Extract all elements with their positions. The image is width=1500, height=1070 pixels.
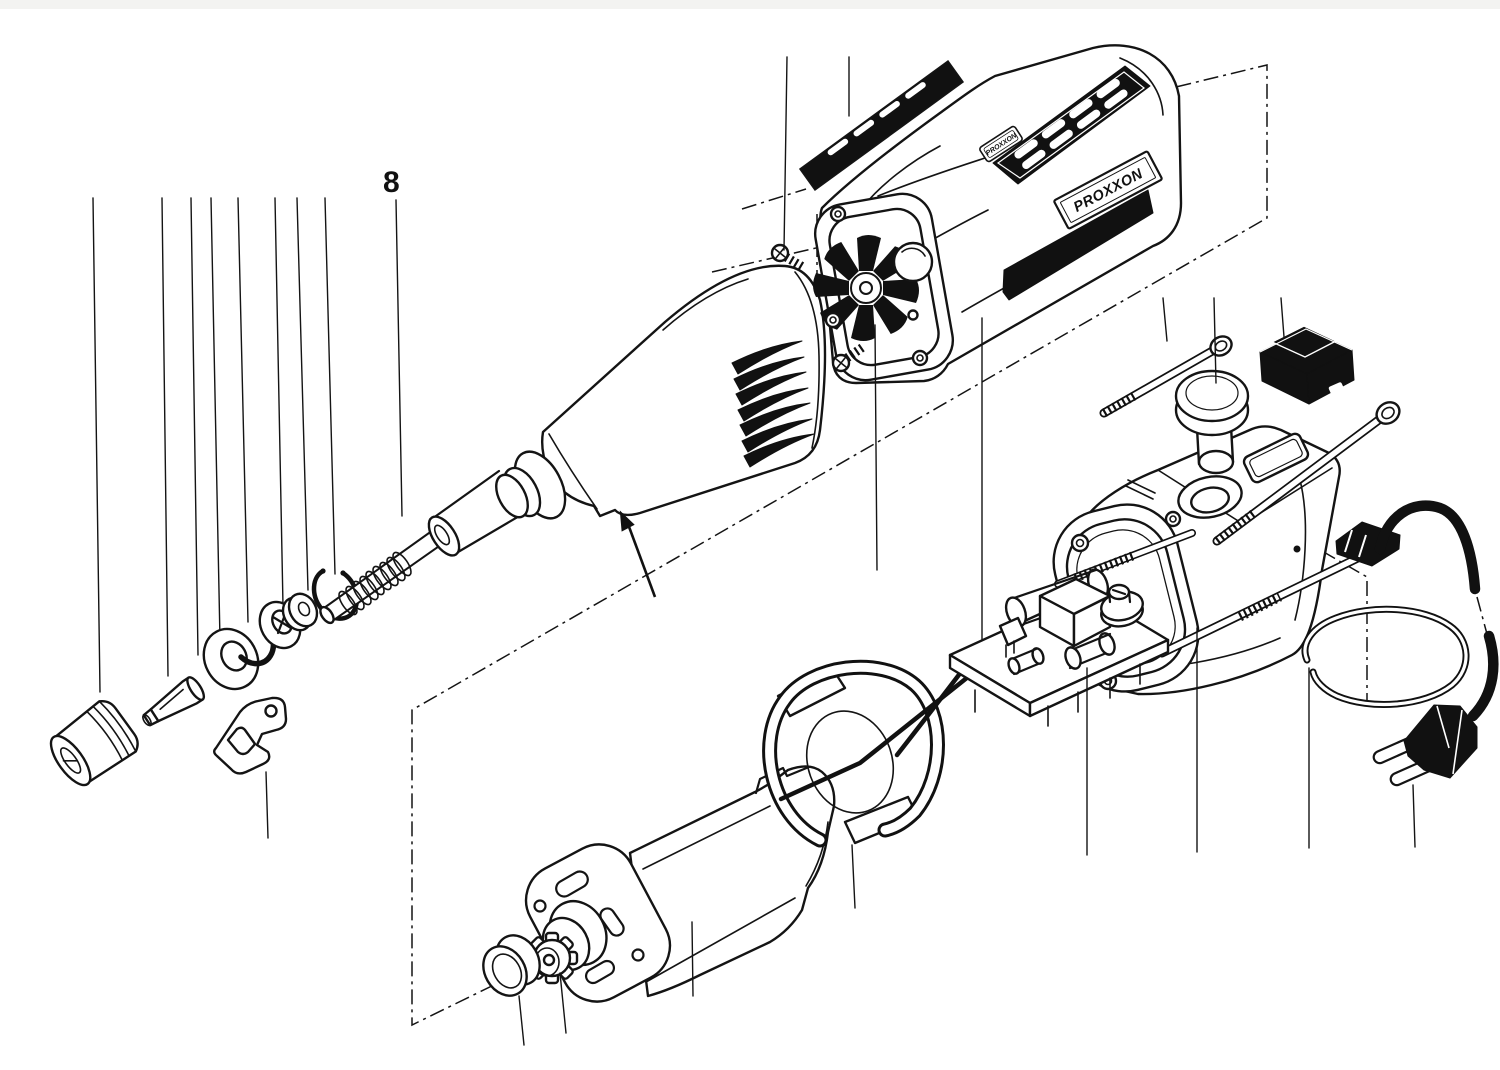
front-bearing-face xyxy=(813,192,955,382)
nose-cone-housing xyxy=(495,264,827,520)
speed-knob xyxy=(1174,369,1250,475)
vent-strip xyxy=(798,59,965,192)
main-motor-housing: PROXXON PROXXON xyxy=(770,44,1183,385)
spindle-spring xyxy=(338,551,412,616)
switch-opening xyxy=(1242,432,1310,484)
leader-lines-right xyxy=(518,56,1416,1046)
vent-panel xyxy=(992,65,1151,185)
pcb-assembly xyxy=(778,568,1170,802)
motor xyxy=(524,765,836,1003)
housing-side-screw xyxy=(1293,545,1301,553)
grip-fins xyxy=(731,340,815,468)
power-plug xyxy=(1372,704,1478,787)
collet-wrench xyxy=(213,696,288,775)
side-stripe xyxy=(1002,189,1154,301)
bearing xyxy=(281,592,319,632)
chuck-cap-nut xyxy=(49,699,139,787)
housing-bolt-middle xyxy=(1212,401,1401,546)
thrust-washer xyxy=(202,627,260,691)
collet xyxy=(142,676,206,727)
resistor xyxy=(1007,647,1045,676)
housing-screw-lower xyxy=(831,343,866,373)
power-switch xyxy=(1259,325,1355,405)
cord-loop xyxy=(1301,605,1470,709)
knob-recess xyxy=(1177,475,1243,519)
shaft-bushing xyxy=(482,934,541,997)
figure-number-label: 8 xyxy=(383,166,400,199)
small-capacitor xyxy=(1064,632,1116,670)
potentiometer xyxy=(1100,583,1144,628)
page-edge xyxy=(0,0,1500,9)
power-cord-upper xyxy=(1374,500,1481,595)
housing-bolt-upper xyxy=(1099,335,1233,418)
housing-screw-upper xyxy=(770,243,806,271)
motor-clamp-ring xyxy=(762,659,945,848)
power-cord-lower xyxy=(1467,630,1499,722)
spindle-shaft xyxy=(319,526,447,625)
transistor xyxy=(998,616,1028,658)
pointer-arrow-icon xyxy=(619,510,657,598)
leader-lines-left xyxy=(92,197,403,839)
